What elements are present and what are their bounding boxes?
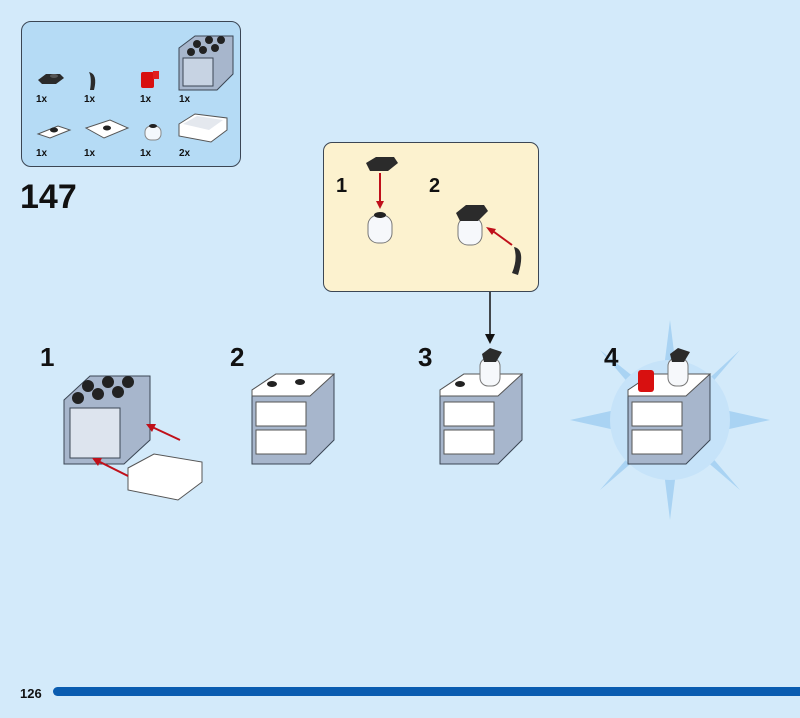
part-qty: 1x (84, 148, 96, 159)
grey-cupboard-icon (178, 35, 234, 91)
part-qty: 1x (179, 94, 191, 105)
step3-cupboard-illustration (439, 348, 524, 465)
red-cup-icon (141, 71, 159, 88)
callout-step2-illustration (456, 205, 522, 275)
callout-step1-illustration (366, 157, 398, 244)
step-number: 147 (20, 178, 77, 216)
step1-cupboard-illustration (63, 375, 203, 501)
part-qty: 1x (36, 94, 48, 105)
part-qty: 1x (84, 94, 96, 105)
page-number: 126 (20, 686, 42, 701)
black-horn-icon (89, 72, 96, 90)
progress-bar (53, 687, 800, 696)
substep-number: 3 (418, 342, 433, 372)
trans-round-brick-icon (144, 124, 162, 141)
part-qty: 1x (36, 148, 48, 159)
white-plate-1x2-icon (36, 125, 72, 139)
substep-number: 4 (604, 342, 619, 372)
substep-number: 1 (40, 342, 55, 372)
sub-assembly-callout: 1 2 (323, 142, 539, 292)
callout-substep-number: 1 (336, 175, 348, 197)
parts-list-box: 1x 1x 1x 1x 1x 1x 1x 2x (21, 21, 241, 167)
callout-pointer-arrow (485, 292, 495, 344)
callout-substep-number: 2 (429, 175, 441, 197)
black-plate-clip-icon (38, 74, 64, 84)
part-qty: 1x (140, 94, 152, 105)
white-plate-2x2-icon (84, 119, 130, 139)
step4-cupboard-illustration (627, 348, 712, 465)
part-qty: 1x (140, 148, 152, 159)
white-drawer-icon (178, 113, 228, 143)
substep-number: 2 (230, 342, 245, 372)
step2-cupboard-illustration (251, 373, 336, 465)
part-qty: 2x (179, 148, 191, 159)
